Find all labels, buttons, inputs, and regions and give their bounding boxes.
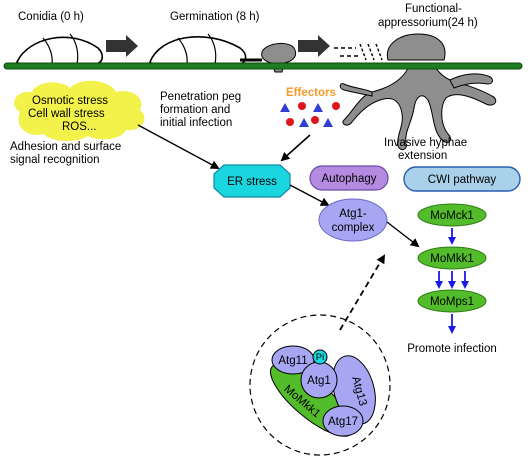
stage-germination-label: Germination (8 h)	[170, 11, 260, 23]
autophagy-node	[309, 165, 389, 191]
penetration-label-3: initial infection	[160, 117, 232, 129]
complex-atg1-label: Atg1	[307, 375, 331, 387]
stress-cell-wall-label: Cell wall stress	[28, 108, 105, 120]
stage-conidia-label: Conidia (0 h)	[18, 11, 84, 23]
atg1-complex-label-1: Atg1-	[339, 208, 367, 220]
appressorium-illustration	[334, 33, 497, 151]
adhesion-label-1: Adhesion and surface	[10, 141, 121, 153]
complex-atg17-label: Atg17	[328, 416, 358, 428]
effector-triangle-icon	[299, 118, 309, 127]
arrow-atg1-to-momkk1	[386, 221, 420, 248]
effector-dot-icon	[298, 102, 306, 110]
effector-triangle-icon	[313, 103, 323, 112]
momck1-label: MoMck1	[430, 210, 473, 222]
atg1-complex-label-2: complex	[332, 222, 375, 234]
momkk1-node	[417, 246, 487, 270]
stress-cloud	[14, 80, 145, 142]
cwi-pathway-label: CWI pathway	[428, 174, 497, 186]
complex-pi-shape	[312, 349, 328, 365]
arrow-complex-detail	[339, 254, 386, 331]
stage-functional-label-2: appressorium(24 h)	[378, 17, 478, 29]
complex-atg17-shape	[322, 405, 364, 437]
promote-infection-label: Promote infection	[407, 343, 497, 355]
momkk1-label: MoMkk1	[430, 253, 473, 265]
arrow-effectors-to-er	[280, 134, 311, 162]
arrow-er-to-atg1	[289, 184, 330, 206]
stage-functional-label-1: Functional-	[405, 3, 462, 15]
cwi-pathway-node	[403, 166, 521, 192]
arrow-stress-to-er	[137, 124, 220, 169]
penetration-label-1: Penetration peg	[160, 91, 241, 103]
er-stress-node	[213, 164, 291, 198]
invasive-label-1: Invasive hyphae	[384, 137, 467, 149]
momck1-node	[417, 203, 487, 227]
right-arrow-icon	[106, 35, 138, 57]
penetration-label-2: formation and	[160, 104, 230, 116]
atg1-complex-node	[318, 198, 388, 242]
er-stress-label: ER stress	[227, 176, 277, 188]
effectors-label: Effectors	[286, 87, 336, 99]
stress-osmotic-label: Osmotic stress	[32, 95, 108, 107]
effector-dot-icon	[311, 116, 319, 124]
effector-markers	[280, 102, 340, 127]
momps1-label: MoMps1	[430, 296, 474, 308]
adhesion-label-2: signal recognition	[10, 154, 100, 166]
effector-triangle-icon	[323, 118, 333, 127]
right-arrow-icon	[298, 35, 330, 57]
effector-triangle-icon	[280, 103, 290, 112]
invasive-label-2: extension	[398, 150, 447, 162]
complex-pi-label: Pi	[316, 352, 324, 363]
effector-dot-icon	[286, 118, 294, 126]
stress-ros-label: ROS...	[62, 121, 97, 133]
conidium-illustration	[16, 33, 104, 65]
momps1-node	[417, 289, 487, 313]
germinating-conidium-illustration	[149, 33, 297, 73]
autophagy-label: Autophagy	[322, 173, 377, 185]
effector-dot-icon	[332, 102, 340, 110]
plant-surface-line	[3, 62, 523, 70]
atg-complex-detail	[270, 345, 376, 437]
complex-detail-circle	[249, 314, 391, 456]
complex-atg11-label: Atg11	[278, 355, 307, 367]
